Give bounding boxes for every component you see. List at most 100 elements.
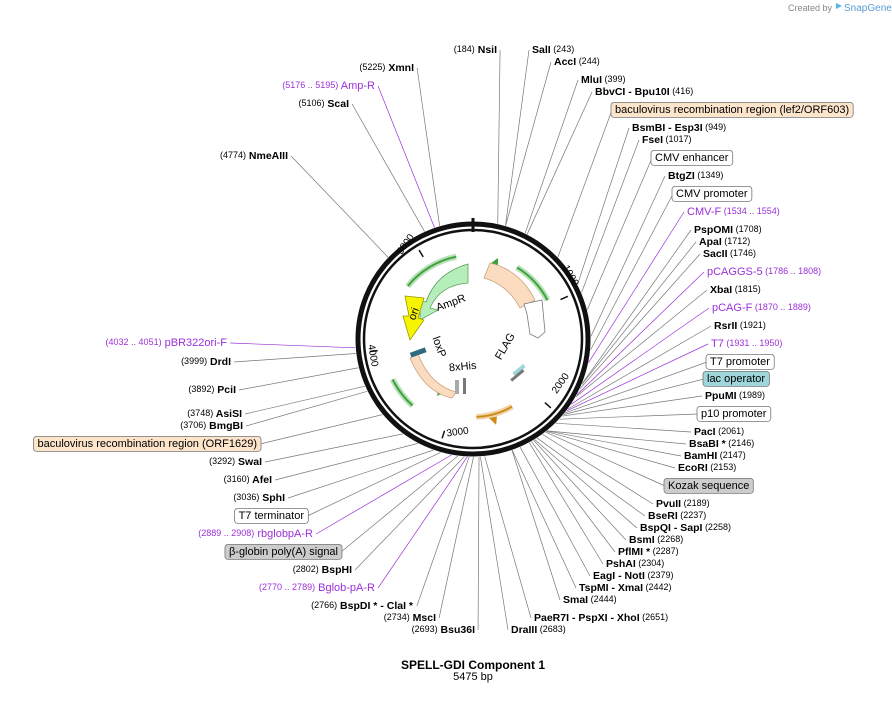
label-text: (2770 .. 2789) Bglob-pA-R [259, 582, 375, 594]
leader-line [480, 456, 509, 631]
leader-line [511, 450, 561, 601]
label-name: CMV enhancer [655, 152, 729, 164]
snapgene-logo: Created by SnapGene [788, 3, 892, 14]
label-text: T7 terminator [239, 510, 305, 522]
label-pshai-2304: PshAI (2304) [606, 558, 664, 570]
leader-line [534, 439, 638, 529]
label-name: - Bpu10I [625, 86, 669, 98]
label-name: Bsu36I [438, 624, 475, 636]
feature-arrow-line [406, 255, 457, 287]
label-name: EcoRI [678, 462, 708, 474]
label-position: (3748) [187, 408, 213, 418]
label-name: - NotI [615, 570, 645, 582]
label-text: Kozak sequence [668, 480, 749, 492]
label-text: EcoRI (2153) [678, 462, 736, 474]
leader-line [581, 241, 697, 385]
label-name: BspDI * [337, 600, 378, 612]
label-text: (2766) BspDI * - ClaI * [311, 600, 414, 612]
label-5225-xmni: (5225) XmnI [359, 62, 414, 74]
label-text: β-globin poly(A) signal [229, 546, 338, 558]
feature-label-ori: ori [406, 306, 421, 322]
label-name: BamHI [684, 450, 717, 462]
ruler-label: 5000 [395, 232, 417, 257]
label-bseri-2237: BseRI (2237) [648, 510, 706, 522]
label-position: (3999) [181, 356, 207, 366]
label-text: SacII (1746) [703, 248, 756, 260]
label-xbai-1815: XbaI (1815) [710, 284, 761, 296]
label-text: (5225) XmnI [359, 62, 414, 74]
label-3160-afei: (3160) AfeI [224, 474, 272, 486]
label-name: Amp-R [338, 80, 375, 92]
arrowhead-icon [489, 416, 497, 425]
label-name: p10 promoter [701, 408, 767, 420]
feature-box [650, 150, 734, 166]
label-name: RsrII [714, 320, 737, 332]
label-sacii-1746: SacII (1746) [703, 248, 756, 260]
leader-line [575, 289, 708, 398]
leader-line [315, 454, 452, 535]
label-t7-terminator: T7 terminator [234, 508, 309, 524]
ruler-tick [441, 430, 446, 439]
label-sali-243: SalI (243) [532, 44, 574, 56]
loxp-marker [409, 347, 427, 358]
label-baculovirus-recombination-region-lef2-orf603: baculovirus recombination region (lef2/O… [610, 102, 854, 118]
label-smai-2444: SmaI (2444) [563, 594, 617, 606]
label-name: β-globin poly(A) signal [229, 546, 338, 558]
label-4032-4051-pbr322ori-f: (4032 .. 4051) pBR322ori-F [106, 337, 228, 349]
label-position: (184) [454, 44, 475, 54]
label-name: PshAI [606, 558, 636, 570]
leader-line [545, 431, 666, 487]
label-5176-5195-amp-r: (5176 .. 5195) Amp-R [282, 80, 375, 92]
label-text: AccI (244) [554, 56, 600, 68]
label-text: pCAG-F (1870 .. 1889) [712, 302, 811, 314]
leader-line [234, 353, 356, 363]
label-position: (2189) [681, 498, 710, 508]
label-text: (4032 .. 4051) pBR322ori-F [106, 337, 228, 349]
label-position: (1786 .. 1808) [763, 266, 822, 276]
label-name: BmgBI [206, 420, 243, 432]
label-text: TspMI - XmaI (2442) [579, 582, 672, 594]
leader-line [351, 103, 425, 232]
label-text: (5176 .. 5195) Amp-R [282, 80, 375, 92]
label-position: (2693) [412, 624, 438, 634]
label-pcaggs-5-1786-1808: pCAGGS-5 (1786 .. 1808) [707, 266, 821, 278]
leader-line [524, 79, 579, 234]
label-t7-1931-1950: T7 (1931 .. 1950) [711, 338, 782, 350]
label-text: (3892) PciI [188, 384, 236, 396]
label-position: (5225) [359, 62, 385, 72]
map-title: SPELL-GDI Component 1 [401, 658, 545, 672]
label-text: (3748) AsiSI [187, 408, 242, 420]
label-position: (2683) [537, 624, 566, 634]
label-name: - ClaI * [377, 600, 414, 612]
label-name: BsmBI [632, 122, 665, 134]
label-3892-pcii: (3892) PciI [188, 384, 236, 396]
label-rsrii-1921: RsrII (1921) [714, 320, 766, 332]
label-name: PacI [694, 426, 716, 438]
ori-arrow [402, 295, 425, 341]
label-position: (1931 .. 1950) [724, 338, 783, 348]
leader-line [555, 422, 692, 433]
label-name: pBR322ori-F [162, 337, 228, 349]
label-position: (1870 .. 1889) [752, 302, 811, 312]
label-2802-bsphi: (2802) BspHI [293, 564, 352, 576]
label-pcag-f-1870-1889: pCAG-F (1870 .. 1889) [712, 302, 811, 314]
label-text: T7 promoter [710, 356, 770, 368]
label-3999-drdi: (3999) DrdI [181, 356, 231, 368]
label-btgzi-1349: BtgZI (1349) [668, 170, 723, 182]
label-position: (2268) [655, 534, 684, 544]
label-tspmi-xmai-2442: TspMI - XmaI (2442) [579, 582, 672, 594]
label-text: SmaI (2444) [563, 594, 617, 606]
map-length: 5475 bp [453, 671, 493, 683]
leader-line [581, 229, 692, 384]
label-position: (2147) [717, 450, 746, 460]
label-name: ScaI [324, 98, 349, 110]
label-paci-2061: PacI (2061) [694, 426, 744, 438]
label-text: PspOMI (1708) [694, 224, 762, 236]
label-name: MscI [410, 612, 436, 624]
feature-label-ampr: AmpR [435, 292, 468, 314]
leader-line [546, 430, 682, 457]
label-position: (2444) [588, 594, 617, 604]
his-marker [455, 380, 459, 394]
